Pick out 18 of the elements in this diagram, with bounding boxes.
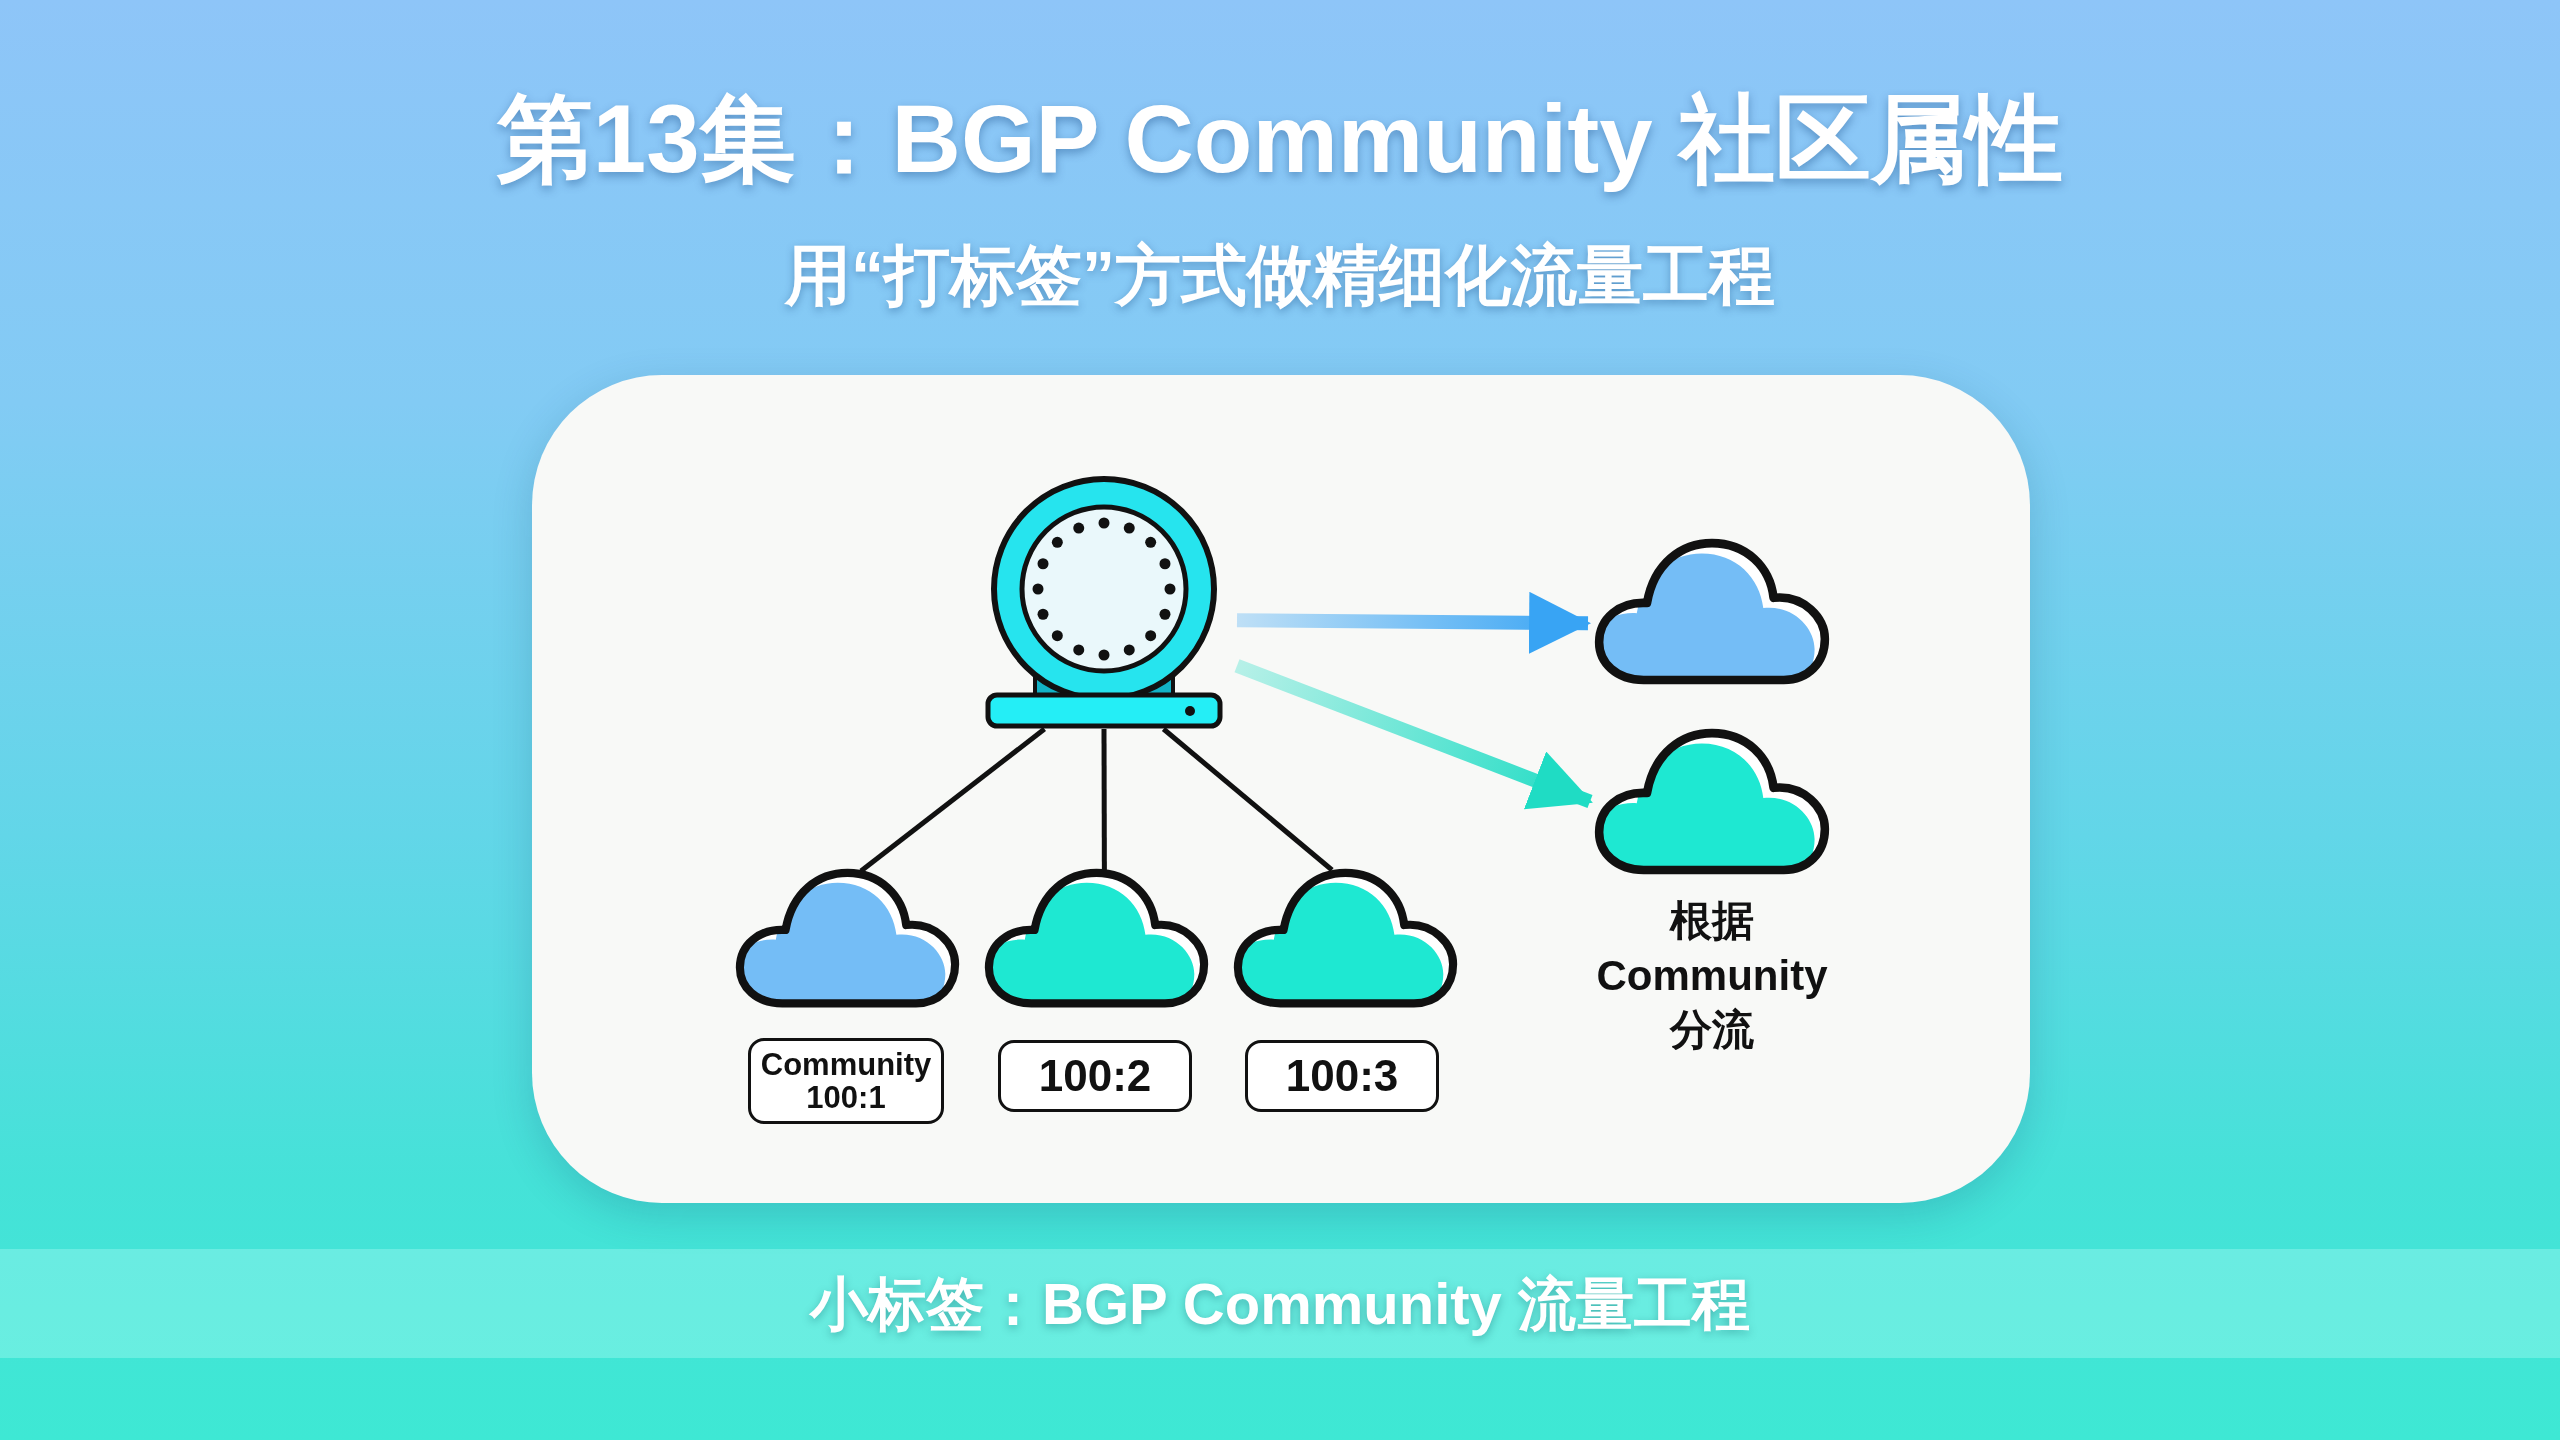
arrow [1234, 659, 1593, 810]
cloud-icon [1594, 538, 1830, 686]
caption: 小标签：BGP Community 流量工程 [810, 1269, 1750, 1338]
cloud-icon [1594, 728, 1830, 876]
connector-line [1161, 727, 1334, 872]
cloud-icon [735, 868, 960, 1009]
arrow [1236, 591, 1592, 654]
community-tag: Community 100:1 [748, 1038, 944, 1124]
community-tag: 100:3 [1245, 1040, 1439, 1112]
cloud-icon [1233, 868, 1458, 1009]
connector-line [1101, 729, 1107, 870]
connector-line [859, 727, 1047, 873]
title: 第13集：BGP Community 社区属性 [496, 84, 2064, 194]
flow-note: 根据 Community 分流 [1595, 896, 1829, 1056]
community-tag: 100:2 [998, 1040, 1192, 1112]
router-icon [985, 476, 1223, 729]
cloud-icon [984, 868, 1209, 1009]
subtitle: 用“打标签”方式做精细化流量工程 [785, 237, 1775, 314]
